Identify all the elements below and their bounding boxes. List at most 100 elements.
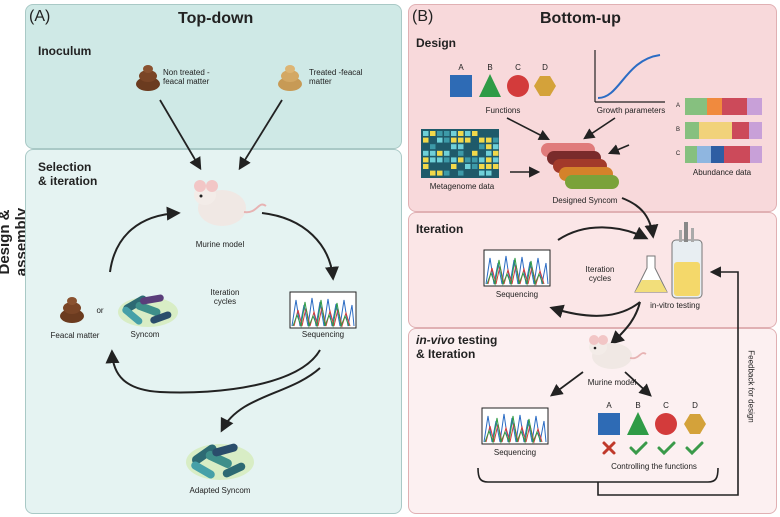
- metagenome-cell: [472, 164, 478, 169]
- metagenome-cell: [430, 164, 436, 169]
- sequencing-label: Sequencing: [301, 330, 345, 339]
- metagenome-cell: [465, 131, 471, 136]
- metagenome-cell: [479, 157, 485, 163]
- murine-label: Murine model: [195, 240, 245, 249]
- metagenome-cell: [430, 170, 436, 176]
- metagenome-cell: [444, 164, 450, 169]
- sequencing-chart-icon-3: [481, 407, 549, 445]
- in-vivo-italic: in-vivo: [416, 333, 455, 347]
- shape-circle-icon: [507, 75, 529, 97]
- invivo-panel: [408, 328, 777, 514]
- sequencing-label-2: Sequencing: [495, 290, 539, 299]
- metagenome-cell: [486, 164, 492, 169]
- metagenome-cell: [444, 157, 450, 163]
- shape-label-a-2: A: [606, 401, 612, 410]
- check-icon: [657, 441, 676, 456]
- metagenome-cell: [430, 137, 436, 143]
- metagenome-cell: [493, 164, 499, 169]
- non-treated-label: Non treated - feacal matter: [163, 68, 210, 86]
- shape-hexagon-icon-2: [684, 414, 706, 434]
- metagenome-cell: [465, 144, 471, 150]
- metagenome-cell: [423, 150, 429, 156]
- iteration-title: Iteration: [416, 222, 464, 236]
- metagenome-cell: [437, 157, 443, 163]
- metagenome-cell: [472, 131, 478, 136]
- metagenome-cell: [458, 170, 464, 176]
- bioreactor-icon: [671, 222, 703, 299]
- mouse-icon-2: [589, 335, 647, 369]
- functions-label: Functions: [485, 106, 521, 115]
- in-vivo-rest: testing: [454, 333, 498, 347]
- shape-label-b-2: B: [635, 401, 641, 410]
- growth-label: Growth parameters: [596, 106, 666, 115]
- flask-icon: [634, 255, 668, 293]
- treated-label: Treated -feacal matter: [309, 68, 363, 86]
- shape-label-d-2: D: [692, 401, 698, 410]
- metagenome-cell: [493, 144, 499, 150]
- metagenome-cell: [493, 170, 499, 176]
- metagenome-cell: [486, 170, 492, 176]
- metagenome-cell: [437, 131, 443, 136]
- metagenome-cell: [465, 157, 471, 163]
- feedback-label: Feedback for design: [746, 350, 756, 423]
- feces-light-icon: [278, 65, 302, 91]
- metagenome-grid-icon: [421, 129, 499, 178]
- metagenome-cell: [437, 144, 443, 150]
- metagenome-cell: [423, 131, 429, 136]
- iteration-cycles-label: Iteration cycles: [210, 288, 240, 306]
- metagenome-cell: [458, 157, 464, 163]
- metagenome-cell: [444, 137, 450, 143]
- metagenome-cell: [437, 150, 443, 156]
- metagenome-cell: [430, 144, 436, 150]
- metagenome-cell: [451, 144, 457, 150]
- panel-b-tag: (B): [412, 8, 434, 25]
- feacal-label: Feacal matter: [50, 331, 100, 340]
- metagenome-cell: [472, 157, 478, 163]
- feces-icon: [60, 297, 84, 323]
- metagenome-cell: [423, 170, 429, 176]
- metagenome-cell: [479, 144, 485, 150]
- metagenome-cell: [437, 170, 443, 176]
- or-label: or: [96, 306, 104, 315]
- abundance-label: Abundance data: [692, 168, 752, 177]
- shape-square-icon: [450, 75, 472, 97]
- top-down-title: Top-down: [178, 10, 254, 27]
- metagenome-cell: [493, 150, 499, 156]
- inoculum-title: Inoculum: [38, 44, 92, 58]
- metagenome-cell: [486, 150, 492, 156]
- mouse-icon: [194, 180, 267, 226]
- designed-syncom-icon: [541, 143, 619, 189]
- metagenome-cell: [479, 137, 485, 143]
- metagenome-cell: [458, 150, 464, 156]
- shape-triangle-icon: [479, 74, 501, 97]
- metagenome-cell: [479, 164, 485, 169]
- metagenome-cell: [444, 170, 450, 176]
- metagenome-cell: [430, 131, 436, 136]
- metagenome-cell: [444, 150, 450, 156]
- metagenome-cell: [437, 164, 443, 169]
- shape-circle-icon-2: [655, 413, 677, 435]
- metagenome-cell: [479, 131, 485, 136]
- selection-title: Selection & iteration: [38, 160, 98, 188]
- metagenome-label: Metagenome data: [429, 182, 495, 191]
- iteration-cycles-label-2: Iteration cycles: [585, 265, 615, 283]
- metagenome-cell: [493, 137, 499, 143]
- metagenome-cell: [493, 131, 499, 136]
- metagenome-cell: [458, 131, 464, 136]
- shape-square-icon-2: [598, 413, 620, 435]
- adapted-syncom-icon: [186, 443, 254, 480]
- in-vitro-label: in-vitro testing: [650, 301, 700, 310]
- metagenome-cell: [486, 137, 492, 143]
- growth-curve-icon: [594, 50, 665, 103]
- metagenome-cell: [472, 170, 478, 176]
- murine-label-2: Murine model: [587, 378, 637, 387]
- check-icon: [629, 441, 648, 456]
- metagenome-cell: [423, 137, 429, 143]
- sequencing-chart-icon-2: [483, 249, 551, 287]
- metagenome-cell: [451, 150, 457, 156]
- sequencing-label-3: Sequencing: [493, 448, 537, 457]
- metagenome-cell: [430, 157, 436, 163]
- metagenome-cell: [430, 150, 436, 156]
- metagenome-cell: [486, 144, 492, 150]
- metagenome-cell: [451, 137, 457, 143]
